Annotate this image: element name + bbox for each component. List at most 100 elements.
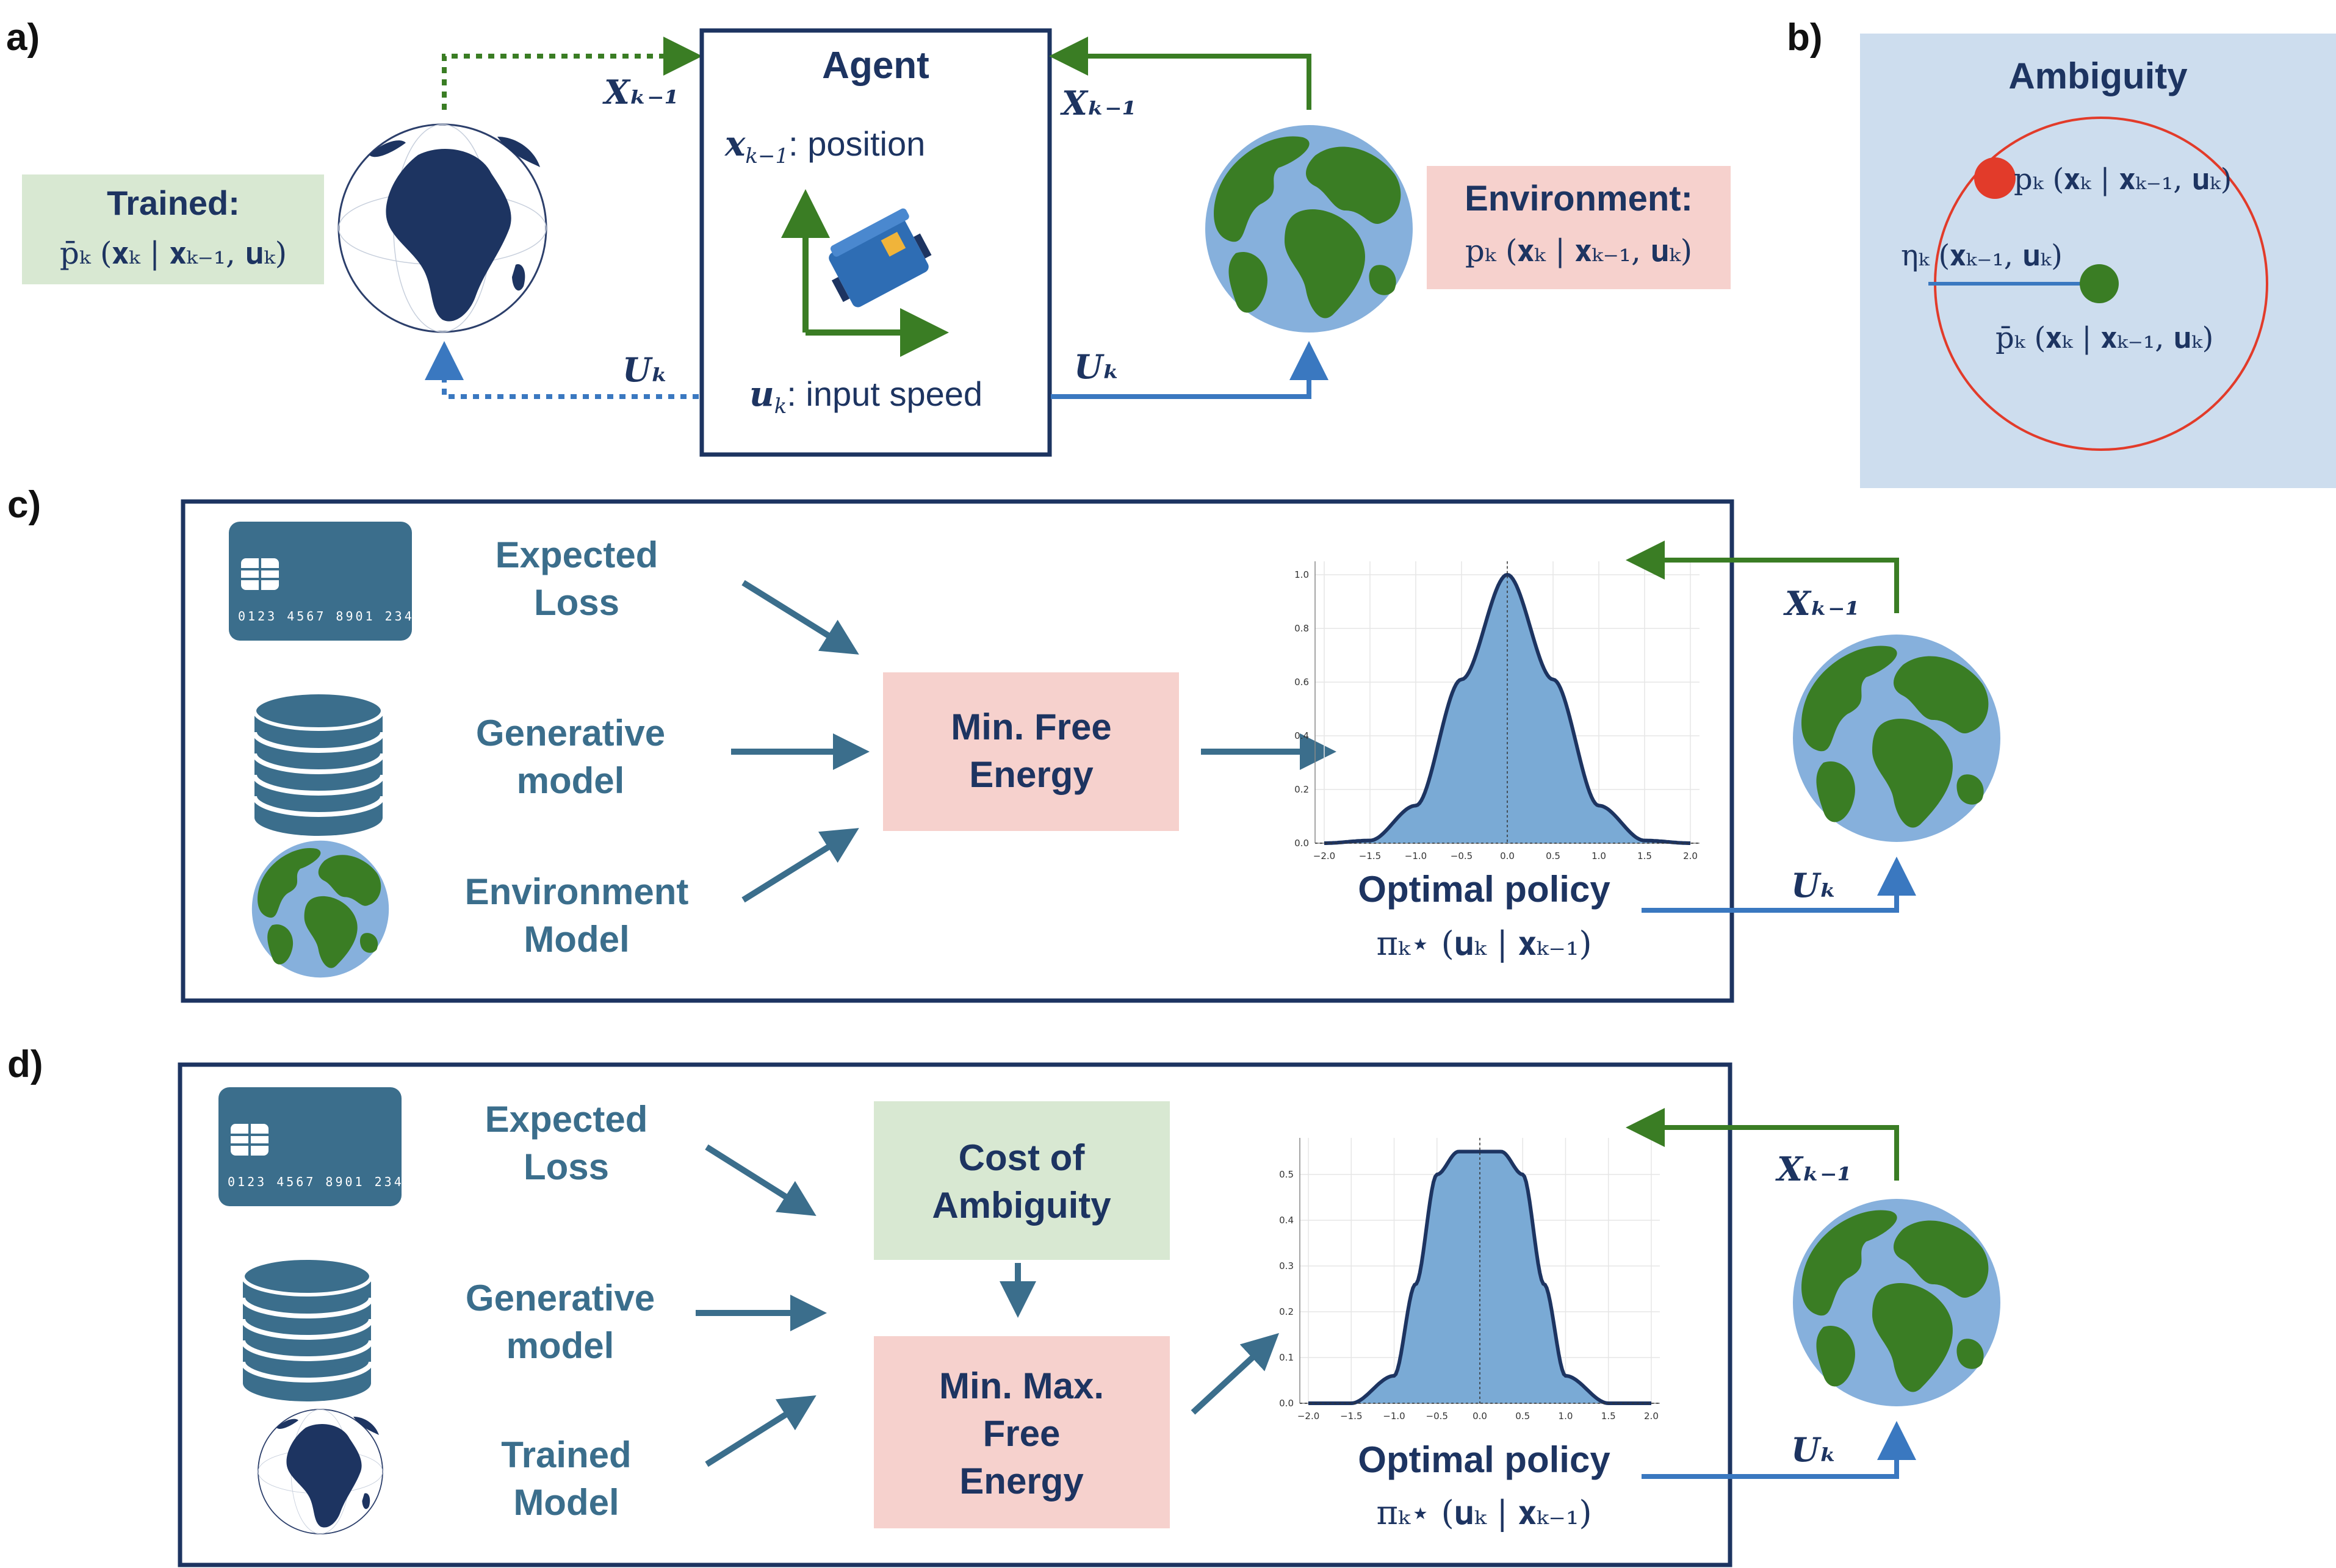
policy-curve — [1324, 572, 1690, 845]
min-free-energy-box: Min. Free Energy — [883, 672, 1179, 831]
x-tick-label: −0.5 — [1426, 1411, 1448, 1422]
x-tick-label: 1.0 — [1559, 1411, 1573, 1422]
x-tick-label: 1.0 — [1592, 851, 1606, 861]
y-tick-label: 1.0 — [1294, 569, 1309, 580]
expected-loss-line2: Loss — [524, 1146, 609, 1187]
expected-loss-line2: Loss — [534, 582, 619, 623]
y-tick-label: 0.0 — [1279, 1398, 1294, 1409]
panel-c-letter: c) — [7, 484, 41, 526]
environment-title: Environment: — [1465, 179, 1693, 218]
panel-d-frame — [178, 1062, 1732, 1567]
agent-box: Agent xk−1: position uk: input speed — [699, 28, 1052, 457]
trained-u-arrow — [425, 341, 699, 399]
panel-b-letter: b) — [1787, 16, 1823, 59]
y-tick-label: 0.5 — [1279, 1169, 1294, 1180]
loss-arrow — [741, 580, 859, 655]
minmax-line3: Energy — [959, 1461, 1084, 1501]
panel-d-u-label: Uₖ — [1791, 1430, 1837, 1469]
ambiguity-background — [1860, 34, 2336, 488]
x-tick-label: −1.5 — [1359, 851, 1381, 861]
expected-loss-line1: Expected — [496, 534, 658, 575]
earth-icon — [251, 840, 389, 978]
cost-of-ambiguity-box: Cost of Ambiguity — [874, 1101, 1170, 1260]
trained-model-label: p̄ₖ (𝐱ₖ | 𝐱ₖ₋₁, 𝐮ₖ) — [1995, 321, 2213, 355]
earth-icon — [1793, 1199, 2000, 1406]
min-free-energy-line1: Min. Free — [951, 707, 1111, 747]
panel-c: c) 0123 4567 8901 2345 Expected Loss Gen… — [7, 484, 2000, 1003]
true-model-label: pₖ (𝐱ₖ | 𝐱ₖ₋₁, 𝐮ₖ) — [2014, 162, 2232, 196]
database-icon — [243, 1258, 371, 1401]
y-tick-label: 0.2 — [1294, 784, 1309, 795]
earth-icon — [1793, 635, 2000, 842]
panel-a: a) Trained: p̄ₖ (𝐱ₖ | 𝐱ₖ₋₁, 𝐮ₖ) Xₖ₋₁ Uₖ … — [6, 16, 1731, 457]
trained-formula: p̄ₖ (𝐱ₖ | 𝐱ₖ₋₁, 𝐮ₖ) — [60, 236, 287, 271]
x-tick-label: −0.5 — [1451, 851, 1473, 861]
earth-icon — [1205, 125, 1413, 333]
env-x-arrow — [1049, 37, 1311, 110]
panel-d: d) 0123 4567 8901 2345 Expected Loss Gen… — [7, 1043, 2000, 1567]
cost-line1: Cost of — [959, 1137, 1086, 1178]
card-number: 0123 4567 8901 2345 — [238, 609, 424, 624]
ambiguity-title: Ambiguity — [2008, 56, 2188, 96]
y-tick-label: 0.4 — [1279, 1215, 1294, 1226]
agent-title: Agent — [822, 45, 929, 87]
generative-model-line1: Generative — [476, 713, 665, 753]
generative-model-line2: model — [517, 760, 625, 801]
robot-icon — [829, 208, 932, 307]
policy-title: Optimal policy — [1358, 1439, 1610, 1480]
trained-box: Trained: p̄ₖ (𝐱ₖ | 𝐱ₖ₋₁, 𝐮ₖ) — [22, 174, 324, 284]
min-free-energy-line2: Energy — [969, 754, 1094, 795]
minmax-line2: Free — [983, 1413, 1061, 1454]
environment-model-line2: Model — [524, 919, 629, 960]
env-x-label: Xₖ₋₁ — [1060, 84, 1136, 123]
environment-arrow — [741, 828, 859, 903]
panel-d-letter: d) — [7, 1043, 43, 1085]
globe-outline-icon — [337, 123, 547, 333]
policy-curve — [1308, 1149, 1651, 1405]
panel-d-x-arrow — [1626, 1108, 1899, 1181]
generative-model-line2: model — [506, 1325, 615, 1366]
panel-b: b) Ambiguity pₖ (𝐱ₖ | 𝐱ₖ₋₁, 𝐮ₖ) ηₖ (𝐱ₖ₋₁… — [1787, 16, 2336, 488]
y-tick-label: 0.6 — [1294, 677, 1309, 688]
y-tick-label: 0.3 — [1279, 1261, 1294, 1271]
panel-c-frame — [181, 499, 1734, 1003]
minmax-line1: Min. Max. — [939, 1365, 1104, 1406]
policy-formula: πₖ⋆ (𝐮ₖ | 𝐱ₖ₋₁) — [1376, 924, 1592, 963]
environment-formula: pₖ (𝐱ₖ | 𝐱ₖ₋₁, 𝐮ₖ) — [1465, 233, 1692, 268]
trained-model-line2: Model — [513, 1482, 619, 1523]
environment-model-line1: Environment — [465, 871, 689, 912]
policy-area — [1308, 1151, 1651, 1403]
trained-u-label: Uₖ — [622, 350, 668, 389]
policy-title: Optimal policy — [1358, 869, 1610, 910]
card-number: 0123 4567 8901 2345 — [228, 1174, 414, 1189]
panel-c-u-arrow — [1642, 857, 1916, 913]
y-tick-label: 0.1 — [1279, 1352, 1294, 1363]
trained-arrow — [705, 1395, 817, 1467]
position-label: xk−1: position — [724, 124, 925, 168]
cost-line2: Ambiguity — [932, 1185, 1111, 1226]
x-tick-label: 1.5 — [1601, 1411, 1616, 1422]
x-tick-label: −1.5 — [1340, 1411, 1362, 1422]
min-max-free-energy-box: Min. Max. Free Energy — [874, 1336, 1170, 1528]
x-tick-label: 0.5 — [1515, 1411, 1530, 1422]
trained-x-label: Xₖ₋₁ — [602, 73, 679, 112]
trained-model-line1: Trained — [501, 1434, 631, 1475]
environment-box: Environment: pₖ (𝐱ₖ | 𝐱ₖ₋₁, 𝐮ₖ) — [1427, 166, 1731, 289]
y-tick-label: 0.0 — [1294, 838, 1309, 849]
env-u-arrow — [1051, 341, 1328, 399]
globe-outline-icon — [258, 1409, 383, 1534]
policy-arrow — [1191, 1332, 1280, 1415]
x-tick-label: −1.0 — [1383, 1411, 1405, 1422]
expected-loss-line1: Expected — [485, 1099, 648, 1140]
eta-label: ηₖ (𝐱ₖ₋₁, 𝐮ₖ) — [1901, 239, 2063, 273]
policy-formula: πₖ⋆ (𝐮ₖ | 𝐱ₖ₋₁) — [1376, 1494, 1592, 1532]
x-tick-label: −2.0 — [1313, 851, 1335, 861]
x-tick-label: −1.0 — [1405, 851, 1427, 861]
panel-c-u-label: Uₖ — [1791, 866, 1837, 905]
trained-model-dot — [2080, 264, 2119, 303]
loss-arrow — [705, 1144, 817, 1216]
x-tick-label: 0.0 — [1500, 851, 1515, 861]
x-tick-label: −2.0 — [1297, 1411, 1319, 1422]
